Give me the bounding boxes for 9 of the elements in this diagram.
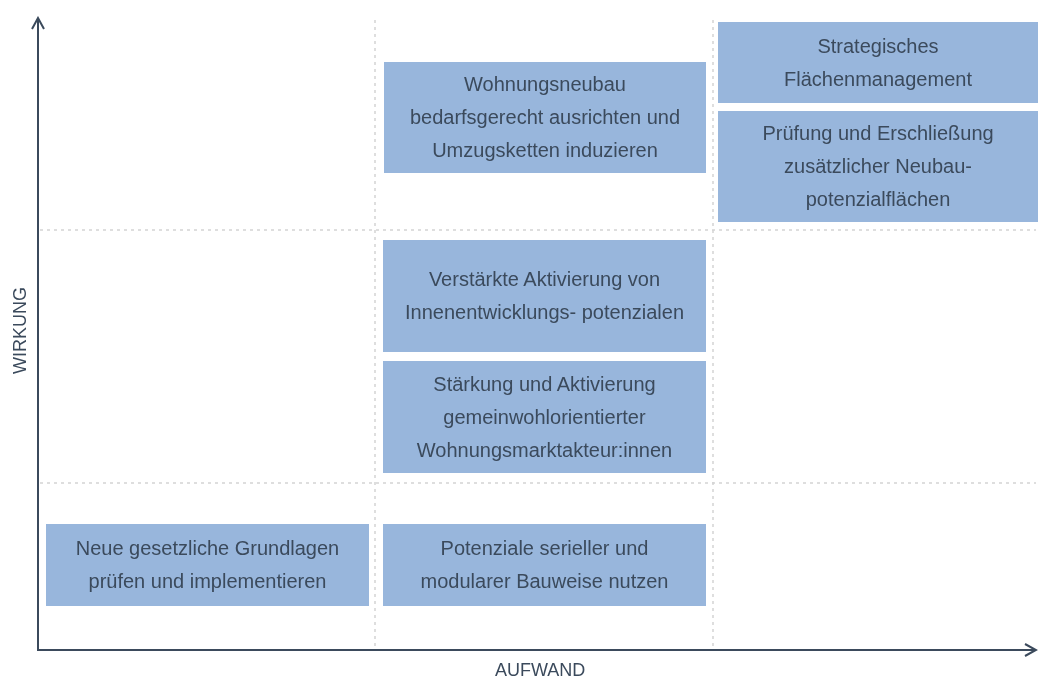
measure-box: Wohnungsneubau bedarfsgerecht ausrichten und Umzugsketten induzieren bbox=[384, 62, 706, 173]
measure-box: Potenziale serieller und modularer Bauweise nutzen bbox=[383, 524, 706, 606]
axis-label: AUFWAND bbox=[495, 659, 586, 680]
measure-box: Verstärkte Aktivierung von Innenentwicklungs- potenzialen bbox=[383, 240, 706, 352]
measure-box: Strategisches Flächenmanagement bbox=[718, 22, 1038, 103]
axis-label: WIRKUNG bbox=[9, 286, 31, 374]
measure-box: Neue gesetzliche Grundlagen prüfen und implementieren bbox=[46, 524, 369, 606]
measure-box: Stärkung und Aktivierung gemeinwohlorientierter Wohnungsmarktakteur:innen bbox=[383, 361, 706, 473]
measure-box: Prüfung und Erschließung zusätzlicher Neubau- potenzialflächen bbox=[718, 111, 1038, 222]
